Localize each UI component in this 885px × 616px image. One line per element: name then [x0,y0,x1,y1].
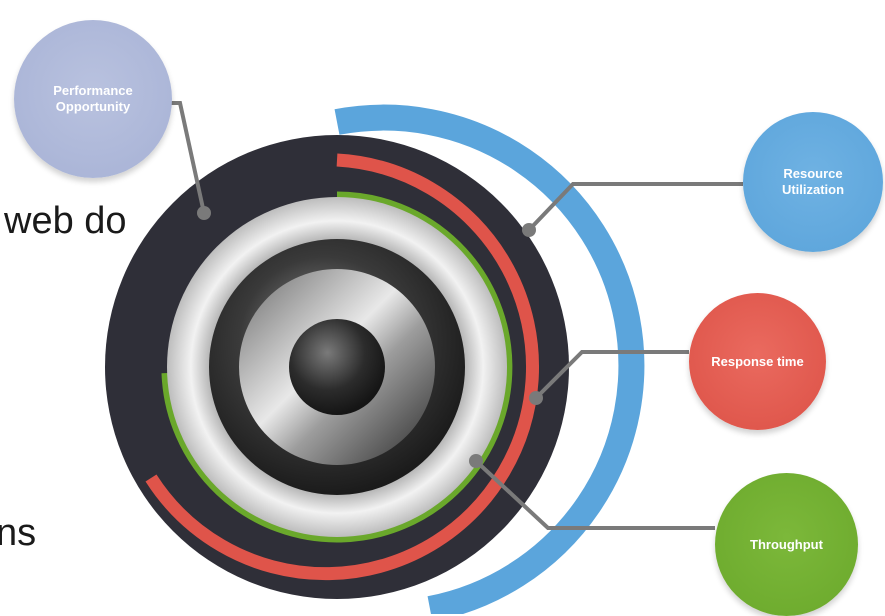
dot-throughput [469,454,483,468]
response-time-bubble: Response time [689,293,826,430]
throughput-label: Throughput [742,537,831,553]
dot-response [529,391,543,405]
performance-opportunity-label: Performance Opportunity [14,83,172,115]
throughput-bubble: Throughput [715,473,858,616]
performance-opportunity-bubble: Performance Opportunity [14,20,172,178]
dot-performance [197,206,211,220]
resource-utilization-bubble: Resource Utilization [743,112,883,252]
response-time-label: Response time [703,354,811,370]
resource-utilization-label: Resource Utilization [743,166,883,198]
dot-resource [522,223,536,237]
speaker-cap [289,319,385,415]
